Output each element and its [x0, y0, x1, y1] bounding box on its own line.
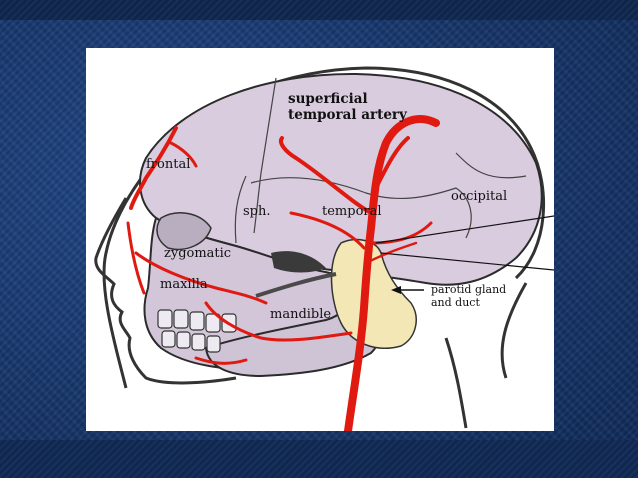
frontal-artery-branch — [169, 141, 198, 168]
facial-artery — [204, 301, 353, 342]
frontal-artery — [129, 126, 178, 210]
label-parotid-gland: parotid gland — [431, 283, 507, 296]
label-and-duct: and duct — [431, 296, 480, 309]
angular-artery — [126, 221, 146, 295]
temporal-branch-1 — [279, 136, 373, 215]
slide-top-band — [0, 0, 638, 20]
temporal-branch-3 — [289, 211, 366, 250]
leader-line-1 — [375, 215, 554, 244]
maxillary-artery — [134, 251, 268, 305]
sphenoid-suture — [234, 175, 247, 244]
lambdoid-suture — [455, 152, 527, 179]
skull-illustration — [94, 66, 554, 431]
lower-teeth — [161, 330, 221, 353]
leader-arrowhead — [391, 286, 401, 294]
temporal-branch-2 — [374, 136, 410, 190]
superficial-temporal-artery — [344, 115, 440, 431]
labial-artery — [194, 356, 248, 365]
neck-outline — [444, 337, 468, 429]
label-occipital: occipital — [451, 189, 508, 204]
label-mandible: mandible — [270, 307, 332, 322]
squamous-suture — [250, 177, 472, 239]
label-superficial: superficial — [288, 91, 368, 107]
zygomatic-arch-gap — [271, 251, 326, 273]
neck-back-outline — [500, 282, 528, 379]
face-profile-outline — [94, 197, 237, 385]
parotid-duct — [255, 272, 337, 298]
label-temporal-artery: temporal artery — [288, 107, 407, 123]
label-temporal: temporal — [322, 204, 382, 219]
label-maxilla: maxilla — [160, 277, 208, 292]
slide-bottom-band — [0, 440, 638, 478]
label-zygomatic: zygomatic — [164, 246, 232, 261]
coronal-suture — [253, 77, 277, 234]
label-sph: sph. — [243, 204, 271, 219]
label-frontal: frontal — [146, 157, 191, 172]
leader-line-2 — [380, 252, 554, 271]
parotid-gland — [330, 238, 417, 349]
transverse-facial-artery — [364, 241, 418, 265]
orbit-cavity — [156, 212, 212, 250]
diagram-panel: superficial temporal artery frontal sph.… — [86, 48, 554, 431]
